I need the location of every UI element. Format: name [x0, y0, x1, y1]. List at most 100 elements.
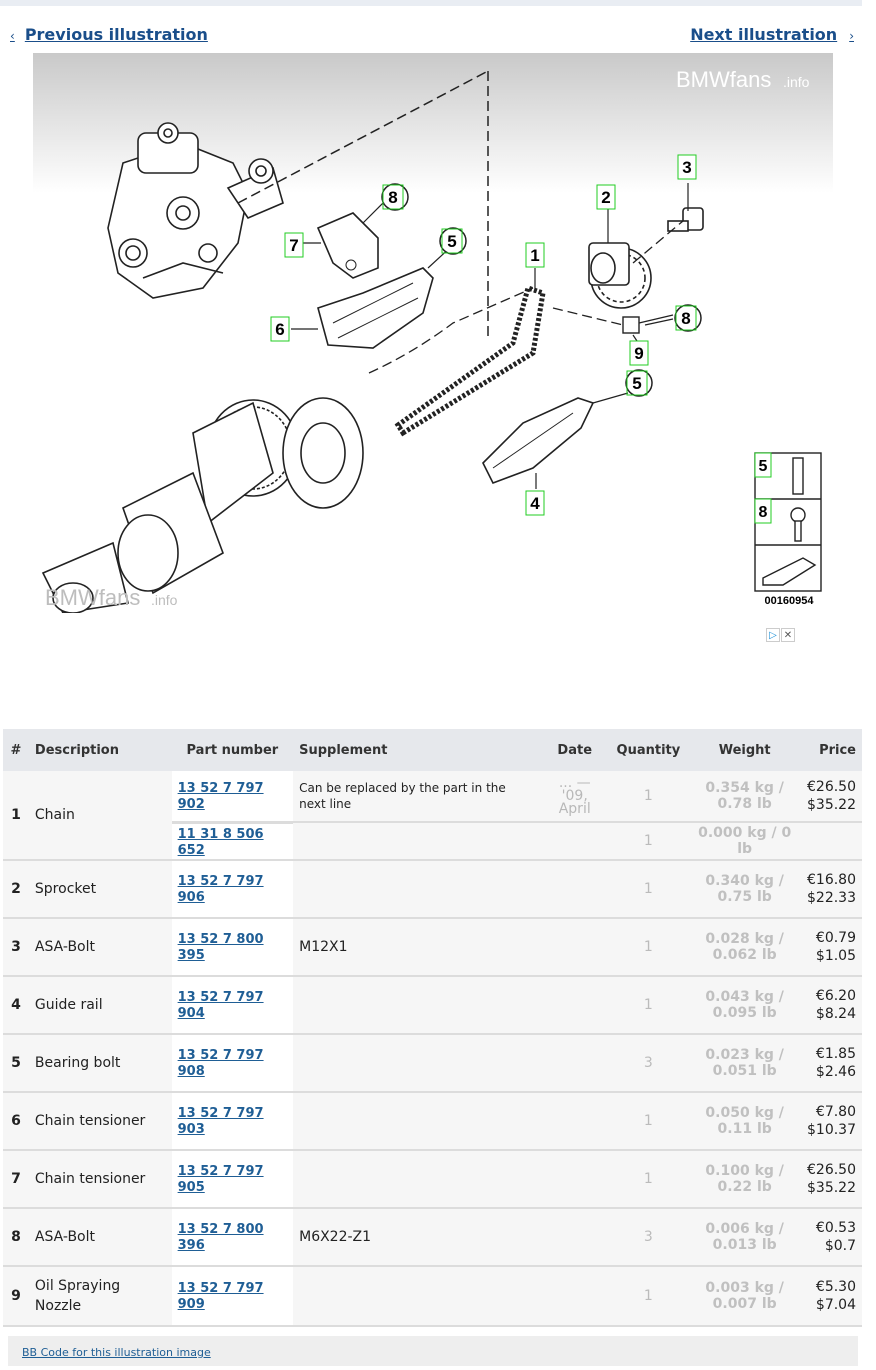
- svg-text:3: 3: [682, 158, 691, 177]
- price-eur: €0.79: [815, 930, 856, 946]
- ad-close-icon[interactable]: ✕: [781, 628, 795, 642]
- part-number-link[interactable]: 13 52 7 800 396: [177, 1222, 264, 1253]
- row-weight: 0.050 kg / 0.11 lb: [688, 1093, 801, 1151]
- part-number-link[interactable]: 13 52 7 797 902: [177, 781, 264, 812]
- svg-text:8: 8: [759, 504, 768, 521]
- row-date: [541, 1267, 609, 1327]
- part-3-bolt-drawing: [667, 207, 704, 232]
- header-num: #: [3, 729, 29, 771]
- row-weight: 0.100 kg / 0.22 lb: [688, 1151, 801, 1209]
- row-date: [541, 823, 609, 861]
- table-row: 9 Oil Spraying Nozzle 13 52 7 797 909 1 …: [3, 1267, 862, 1327]
- svg-text:9: 9: [634, 344, 643, 363]
- part-number-link[interactable]: 13 52 7 797 904: [177, 990, 264, 1021]
- callout-9: 9: [629, 340, 649, 366]
- next-illustration-link[interactable]: Next illustration›: [690, 25, 854, 44]
- row-number: 2: [3, 861, 29, 919]
- row-part-number-cell: 11 31 8 506 652: [171, 823, 294, 861]
- part-number-link[interactable]: 13 52 7 797 908: [177, 1048, 264, 1079]
- part-9-nozzle-drawing: [622, 314, 674, 334]
- row-description: Chain tensioner: [28, 1093, 172, 1151]
- parts-table: # Description Part number Supplement Dat…: [3, 729, 862, 1327]
- price-eur: €5.30: [815, 1279, 856, 1295]
- next-illustration-label: Next illustration: [690, 25, 838, 44]
- row-description: Chain tensioner: [28, 1151, 172, 1209]
- row-weight: 0.043 kg / 0.095 lb: [688, 977, 801, 1035]
- price-eur: €6.20: [815, 988, 856, 1004]
- callout-8-top: 8: [381, 183, 409, 211]
- row-price: €26.50$35.22: [801, 771, 862, 823]
- header-price: Price: [801, 729, 862, 771]
- price-eur: €26.50: [807, 1162, 856, 1178]
- callout-4: 4: [525, 490, 545, 516]
- price-usd: $35.22: [807, 797, 856, 813]
- row-number: 7: [3, 1151, 29, 1209]
- price-eur: €16.80: [807, 872, 856, 888]
- row-part-number-cell: 13 52 7 797 909: [171, 1267, 294, 1327]
- row-supplement: [293, 1035, 542, 1093]
- row-description: ASA-Bolt: [28, 1209, 172, 1267]
- row-price: €0.53$0.7: [801, 1209, 862, 1267]
- row-price: €0.79$1.05: [801, 919, 862, 977]
- row-weight: 0.000 kg / 0 lb: [688, 823, 801, 861]
- row-number: 6: [3, 1093, 29, 1151]
- previous-illustration-link[interactable]: ‹Previous illustration: [10, 25, 208, 44]
- row-part-number-cell: 13 52 7 800 396: [171, 1209, 294, 1267]
- row-price: €6.20$8.24: [801, 977, 862, 1035]
- svg-text:2: 2: [601, 188, 610, 207]
- part-number-link[interactable]: 13 52 7 797 906: [177, 874, 264, 905]
- row-price: €16.80$22.33: [801, 861, 862, 919]
- row-date: ... —'09, April: [541, 771, 609, 823]
- pump-drawing: [107, 122, 284, 299]
- row-supplement: M12X1: [293, 919, 542, 977]
- price-usd: $2.46: [815, 1064, 856, 1080]
- header-weight: Weight: [688, 729, 801, 771]
- part-number-link[interactable]: 13 52 7 797 903: [177, 1106, 264, 1137]
- callout-2: 2: [596, 184, 616, 210]
- part-number-link[interactable]: 13 52 7 797 905: [177, 1164, 264, 1195]
- part-number-link[interactable]: 13 52 7 800 395: [177, 932, 264, 963]
- svg-text:5: 5: [447, 232, 456, 251]
- table-row: 6 Chain tensioner 13 52 7 797 903 1 0.05…: [3, 1093, 862, 1151]
- row-number: 4: [3, 977, 29, 1035]
- part-number-link[interactable]: 13 52 7 797 909: [177, 1281, 264, 1312]
- ad-info-icon[interactable]: ▷: [766, 628, 780, 642]
- row-supplement: Can be replaced by the part in the next …: [293, 771, 542, 823]
- row-part-number-cell: 13 52 7 797 904: [171, 977, 294, 1035]
- row-number: 1: [3, 771, 29, 861]
- row-description: Bearing bolt: [28, 1035, 172, 1093]
- svg-text:5: 5: [759, 458, 768, 475]
- date-range: ... —: [558, 774, 591, 791]
- row-quantity: 1: [608, 919, 689, 977]
- row-price: €1.85$2.46: [801, 1035, 862, 1093]
- row-price: €7.80$10.37: [801, 1093, 862, 1151]
- row-date: [541, 1209, 609, 1267]
- part-7-drawing: [316, 212, 379, 279]
- bbcode-bar: BB Code for this illustration image: [8, 1336, 858, 1366]
- watermark-bottom-suffix: .info: [151, 592, 178, 608]
- row-part-number-cell: 13 52 7 797 902: [171, 771, 294, 823]
- bbcode-link[interactable]: BB Code for this illustration image: [22, 1346, 211, 1359]
- table-row: 1 Chain 13 52 7 797 902 Can be replaced …: [3, 771, 862, 861]
- part-number-link[interactable]: 11 31 8 506 652: [177, 826, 264, 858]
- row-number: 8: [3, 1209, 29, 1267]
- previous-illustration-label: Previous illustration: [24, 25, 208, 44]
- watermark-bottom: BMWfans: [45, 585, 140, 610]
- table-row: 11 31 8 506 652 1 0.000 kg / 0 lb: [3, 823, 862, 861]
- row-part-number-cell: 13 52 7 797 908: [171, 1035, 294, 1093]
- callout-5-right: 5: [625, 369, 653, 397]
- row-price: €26.50 $35.22: [801, 1151, 862, 1209]
- callout-3: 3: [677, 154, 697, 180]
- row-supplement: [293, 1151, 542, 1209]
- row-weight: 0.340 kg / 0.75 lb: [688, 861, 801, 919]
- row-date: [541, 1093, 609, 1151]
- part-4-guide-rail-drawing: [482, 397, 595, 485]
- table-row: 4 Guide rail 13 52 7 797 904 1 0.043 kg …: [3, 977, 862, 1035]
- price-usd: $10.37: [807, 1122, 856, 1138]
- price-usd: $35.22: [807, 1180, 856, 1196]
- price-usd: $0.7: [824, 1238, 856, 1254]
- row-description: Guide rail: [28, 977, 172, 1035]
- callout-1: 1: [525, 242, 545, 268]
- table-row: 7 Chain tensioner 13 52 7 797 905 1 0.10…: [3, 1151, 862, 1209]
- top-bar: [0, 0, 862, 6]
